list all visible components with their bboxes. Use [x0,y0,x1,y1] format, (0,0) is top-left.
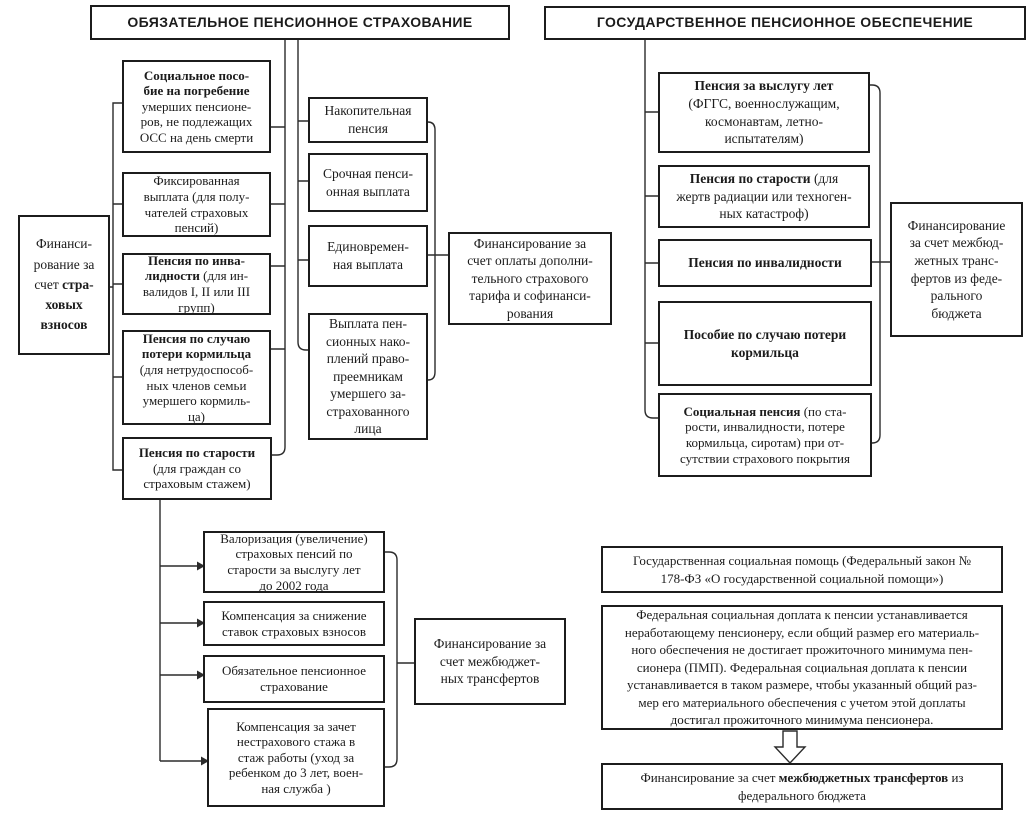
arrowhead-icon [197,561,205,571]
box-disability-pension-state: Пенсия по инвалидности [658,239,872,287]
connector-bottom-left-bracket [385,551,414,768]
box-survivor-pension-insured: Пенсия по случаю потери кормильца (для н… [122,330,271,425]
connector-middle-column [297,40,308,351]
connector-state-funding-bracket [870,84,890,444]
box-compensation-rate-reduction: Компенсация за снижение ставок страховых… [203,601,385,646]
box-funding-interbudget-federal: Финансирование за счет межбюд- жетных тр… [890,202,1023,337]
connector-funding-contributions-bracket [110,102,122,471]
box-disability-pension-insured: Пенсия по инва- лидности (для ин- валидо… [122,253,271,315]
box-social-pension: Социальная пенсия (по ста- рости, инвали… [658,393,872,477]
box-funded-pension: Накопительная пенсия [308,97,428,143]
connector-bottom-left-spine [159,500,201,762]
box-term-pension-payment: Срочная пенси- онная выплата [308,153,428,212]
box-funding-transfers-federal-budget: Финансирование за счет межбюджетных тран… [601,763,1003,810]
box-federal-social-supplement: Федеральная социальная доплата к пенсии … [601,605,1003,730]
arrowhead-icon [197,670,205,680]
box-mandatory-pension-insurance: Обязательное пенсионное страхование [203,655,385,703]
box-funding-additional-tariff: Финансирование за счет оплаты дополни- т… [448,232,612,325]
box-valorization: Валоризация (увеличение) страховых пенси… [203,531,385,593]
box-state-social-assistance: Государственная социальная помощь (Федер… [601,546,1003,593]
arrowhead-icon [197,618,205,628]
box-burial-benefit: Социальное посо- бие на погребение умерш… [122,60,271,153]
box-service-pension: Пенсия за выслугу лет (ФГГС, военнослужа… [658,72,870,153]
connector-funding-tariff-bracket [427,121,448,381]
box-old-age-pension-insured: Пенсия по старости (для граждан со страх… [122,437,272,500]
connector-left-column [271,40,286,456]
box-funding-interbudget-transfers: Финансирование за счет межбюджет- ных тр… [414,618,566,705]
arrowhead-icon [201,756,209,766]
box-survivor-benefit-state: Пособие по случаю потери кормильца [658,301,872,386]
box-funding-insurance-contributions: Финанси- рование за счет стра- ховых взн… [18,215,110,355]
box-fixed-payment: Фиксированная выплата (для полу- чателей… [122,172,271,237]
box-successors-payment: Выплата пен- сионных нако- плений право-… [308,313,428,440]
box-old-age-pension-radiation: Пенсия по старости (для жертв радиации и… [658,165,870,228]
box-compensation-noninsurance-periods: Компенсация за зачет нестрахового стажа … [207,708,385,807]
box-lump-sum-payment: Единовремен- ная выплата [308,225,428,287]
header-state-pension-provision: ГОСУДАРСТВЕННОЕ ПЕНСИОННОЕ ОБЕСПЕЧЕНИЕ [544,6,1026,40]
header-mandatory-pension-insurance: ОБЯЗАТЕЛЬНОЕ ПЕНСИОННОЕ СТРАХОВАНИЕ [90,5,510,40]
connector-state-column [644,40,658,419]
down-arrow-icon [773,730,807,765]
